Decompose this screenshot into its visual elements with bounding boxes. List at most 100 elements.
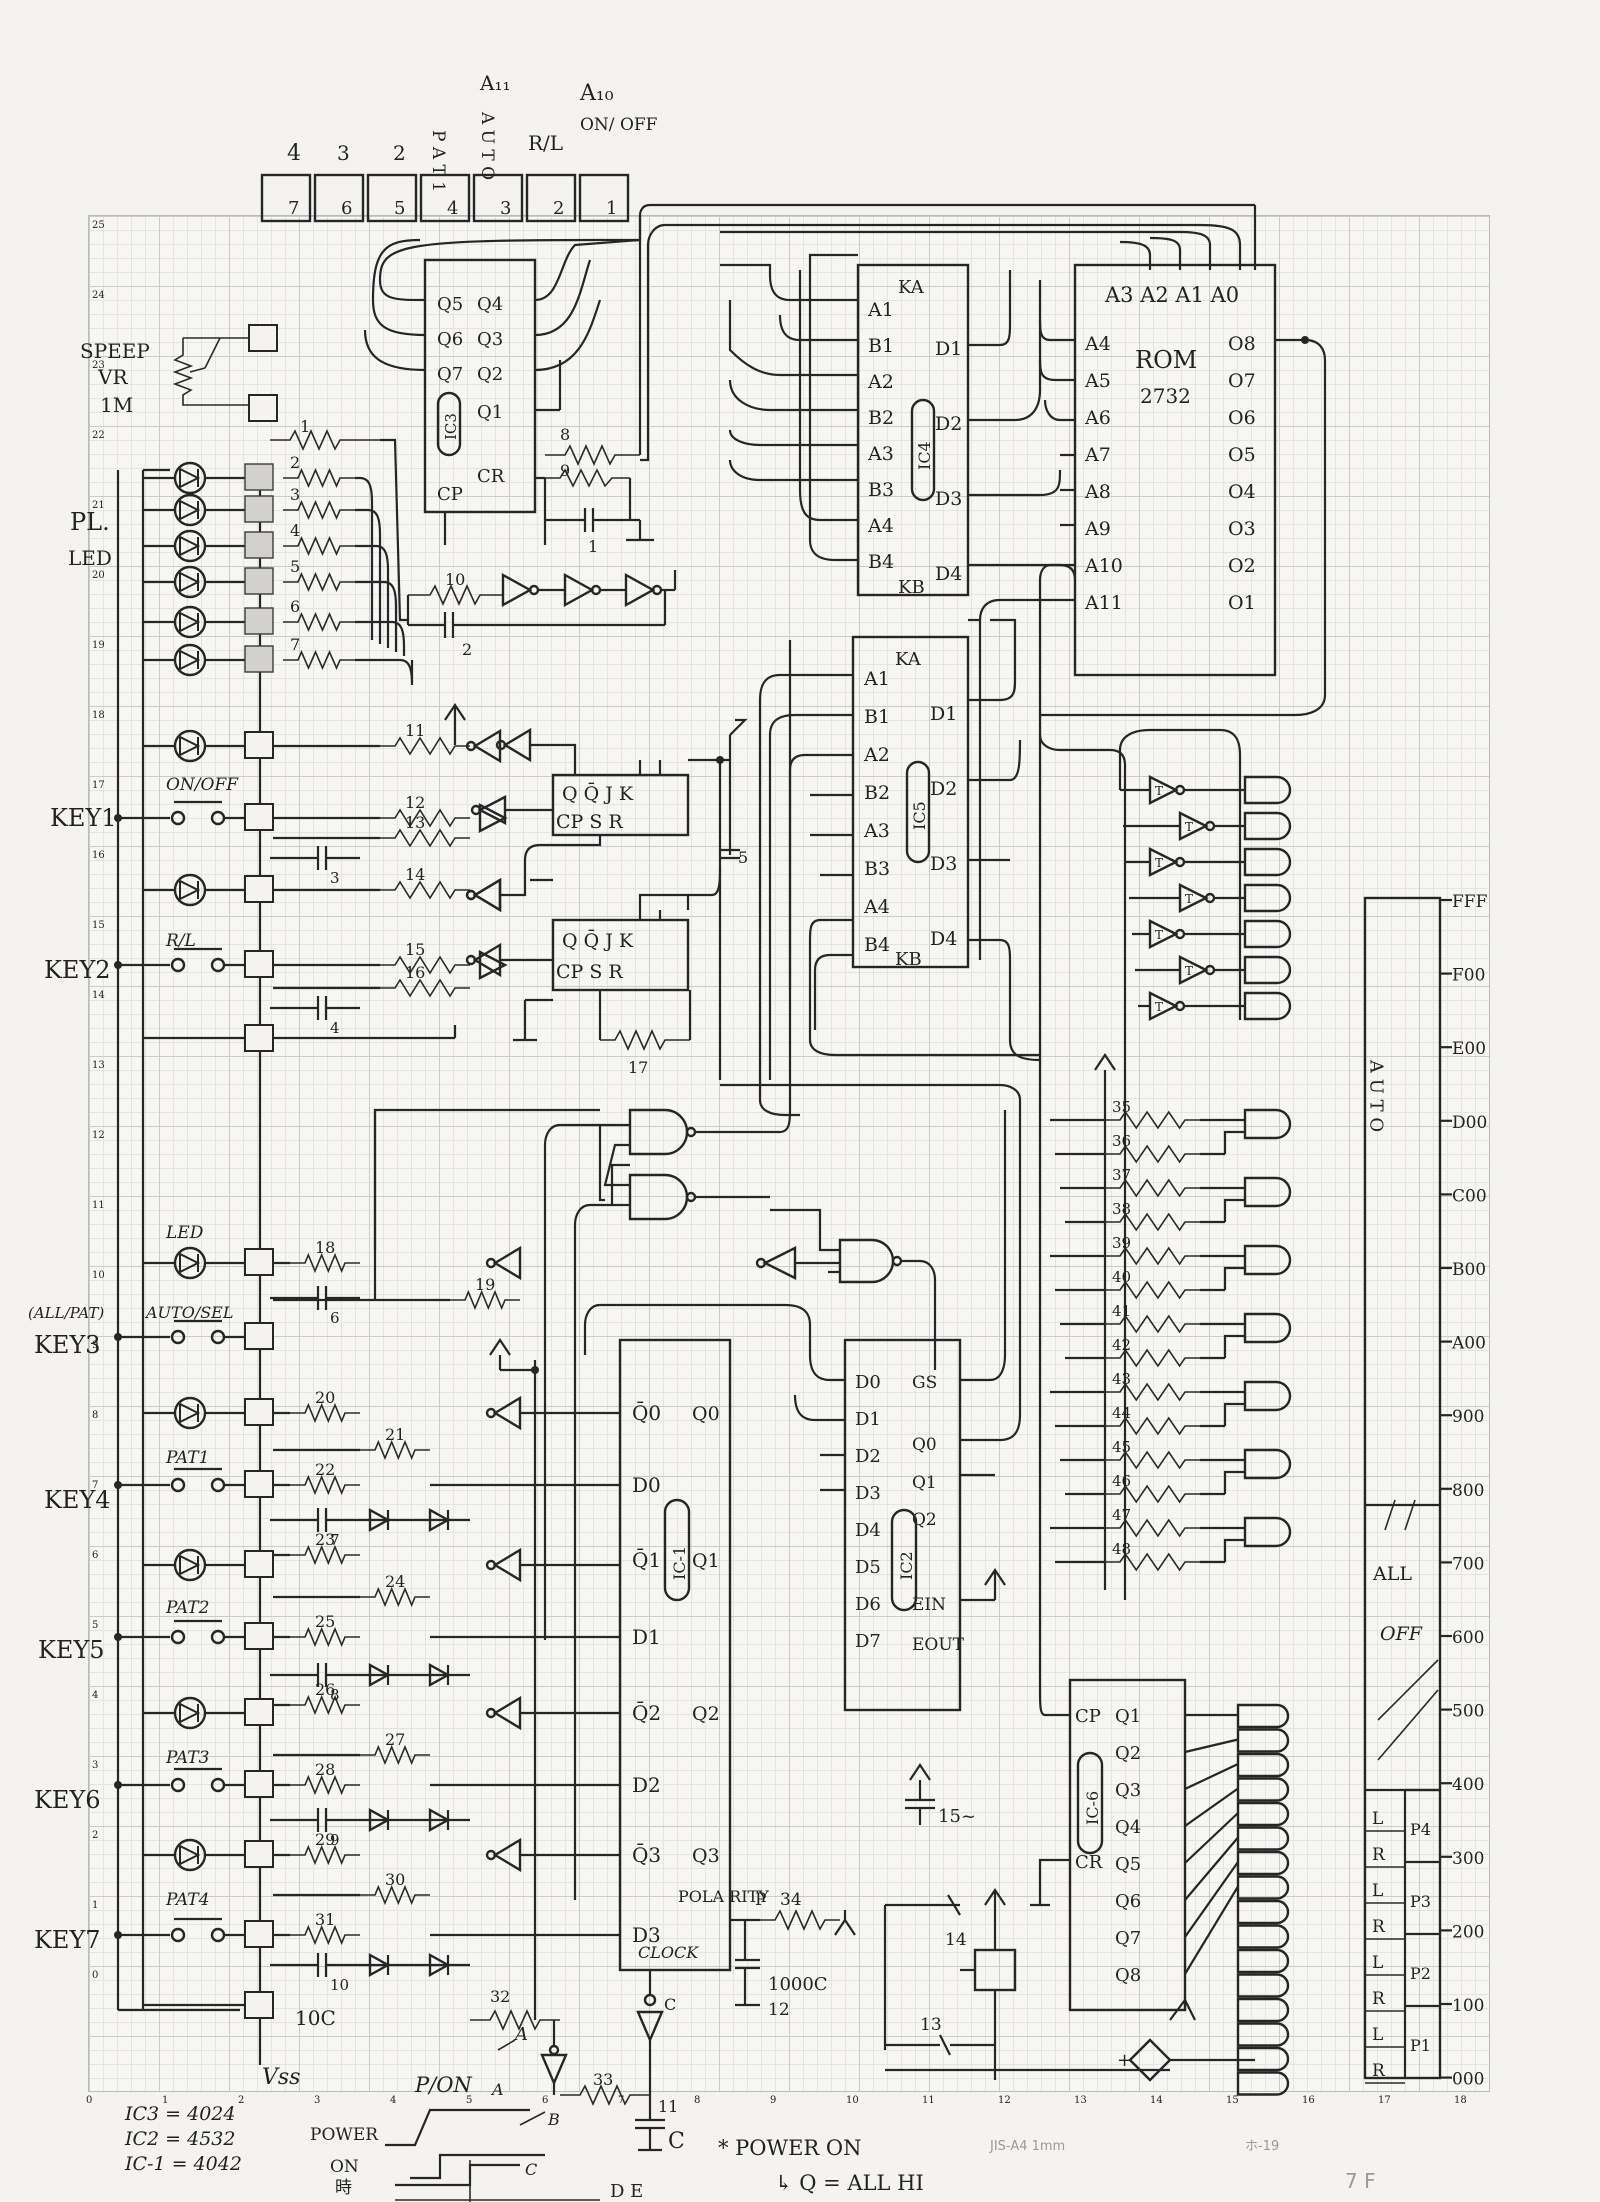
resistor-18-label: 18 — [315, 1238, 335, 1257]
ic6-pin-cp: CP — [1075, 1706, 1101, 1727]
bridge-plus: + — [1117, 2050, 1132, 2071]
resistor-4-label: 4 — [290, 521, 300, 540]
memmap-address-200: 200 — [1452, 1922, 1484, 1942]
key1-label: KEY1 — [50, 804, 117, 832]
ic4-name: IC4 — [915, 441, 934, 470]
status-led-6 — [173, 1696, 207, 1730]
resistor-36-label: 36 — [1112, 1132, 1131, 1150]
grid-x-label: 5 — [466, 2095, 472, 2106]
grid-y-label: 10 — [92, 1270, 105, 1281]
resistor-3 — [283, 500, 355, 520]
note-on: ON — [330, 2157, 359, 2177]
inverter-3 — [492, 1245, 522, 1281]
and-gate-lower-4 — [1236, 1777, 1290, 1802]
and-gate-lower-9 — [1236, 1899, 1290, 1925]
grid-y-label: 17 — [92, 780, 105, 791]
grid-x-label: 17 — [1378, 2095, 1391, 2106]
grid-y-label: 0 — [92, 1970, 98, 1981]
buffer-t-label: T — [1155, 856, 1163, 870]
resistor-3-label: 3 — [290, 485, 300, 504]
pat2-label: PAT2 — [165, 1598, 209, 1618]
ic3-pin-cr: CR — [477, 466, 505, 487]
resistor-25 — [290, 1626, 360, 1648]
ic4-pin-b2: B2 — [868, 407, 894, 429]
memmap-address-a00: A00 — [1451, 1334, 1486, 1354]
rom-pin-a11: A11 — [1084, 592, 1123, 614]
pattern-led-2 — [173, 493, 207, 527]
ic2-pin-left-0: D0 — [855, 1372, 881, 1393]
ic5-pin-d2-out: D2 — [930, 778, 957, 800]
keytop-onoff-label: ON/ OFF — [580, 115, 658, 135]
ic5-pin-d4-out: D4 — [930, 928, 957, 950]
and-gate-lower-2 — [1236, 1728, 1290, 1753]
resistor-42 — [1105, 1348, 1200, 1368]
resistor-27-label: 27 — [385, 1730, 405, 1749]
rom-pin-o1-out: O1 — [1228, 592, 1256, 614]
keytop-rl-label: R/L — [528, 131, 563, 155]
bottom-notes: IC3 = 4024 IC2 = 4532 IC-1 = 4042 POWER … — [124, 2073, 1376, 2202]
resistor-32-label: 32 — [490, 1987, 510, 2006]
led-pad-5 — [244, 607, 274, 635]
onoff-label: ON/OFF — [166, 775, 239, 795]
cap-10-label: 10 — [330, 1976, 349, 1994]
speed-pad-2 — [248, 394, 278, 422]
ic1-clock-label: CLOCK — [638, 1943, 699, 1962]
memmap-address-500: 500 — [1452, 1702, 1484, 1722]
resistor-44 — [1105, 1416, 1200, 1436]
led-pad-2 — [244, 495, 274, 523]
and-gate-upper-3 — [1243, 847, 1292, 877]
resistor-15 — [380, 955, 470, 975]
key-switch-5[interactable] — [114, 1619, 274, 1650]
key6-label: KEY6 — [34, 1786, 101, 1814]
keytop-a10-label: A₁₀ — [579, 81, 614, 106]
led-pad-4 — [244, 567, 274, 595]
status-led-5 — [173, 1548, 207, 1582]
resistor-38-label: 38 — [1112, 1200, 1131, 1218]
paper-footer: JIS-A4 1mm — [989, 2139, 1065, 2154]
key-switch-2[interactable] — [114, 947, 274, 978]
resistor-9-label: 9 — [560, 461, 570, 480]
cap-13-label: 13 — [920, 2015, 942, 2035]
cap-1-label: 1 — [588, 537, 598, 556]
grid-y-label: 6 — [92, 1550, 98, 1561]
grid-y-label: 7 — [92, 1480, 98, 1491]
resistor-28 — [290, 1774, 360, 1796]
resistor-46 — [1105, 1484, 1200, 1504]
resistor-20 — [290, 1402, 360, 1424]
flip-flop-2: Q Q̄ J K CP S R — [551, 918, 690, 992]
memmap-address-f00: F00 — [1452, 966, 1485, 986]
grid-x-label: 11 — [922, 2095, 935, 2106]
grid-x-label: 12 — [998, 2095, 1011, 2106]
key-switch-4[interactable] — [114, 1467, 274, 1498]
key-switch-3[interactable] — [114, 1319, 274, 1350]
node-a-label: A — [513, 2024, 528, 2045]
ic3-pin-q6: Q6 — [437, 329, 463, 350]
buffer-t-label: T — [1185, 892, 1193, 906]
rom-2732: A3 A2 A1 A0 ROM 2732 A4A5A6A7A8A9A10A11O… — [638, 203, 1327, 717]
resistor-17-label: 17 — [628, 1058, 648, 1077]
and-gate-upper-7 — [1243, 991, 1292, 1021]
pattern-led-1 — [173, 461, 207, 495]
buffer-t-label: T — [1155, 1000, 1163, 1014]
key-switch-7[interactable] — [114, 1917, 274, 1948]
flip-flop-wiring: 5 17 — [465, 718, 748, 1080]
resistor-36 — [1105, 1144, 1200, 1164]
keytop-a11-label: A₁₁ — [479, 71, 510, 95]
rom-pin-a5: A5 — [1084, 370, 1111, 392]
rom-pin-a6: A6 — [1084, 407, 1111, 429]
resistor-23 — [290, 1544, 360, 1566]
grid-x-label: 2 — [238, 2095, 244, 2106]
grid-y-label: 20 — [92, 570, 105, 581]
grid-x-label: 14 — [1150, 2095, 1163, 2106]
key7-label: KEY7 — [34, 1926, 101, 1954]
key-switch-6[interactable] — [114, 1767, 274, 1798]
key-switch-1[interactable] — [114, 800, 274, 831]
resistor-35-label: 35 — [1112, 1098, 1131, 1116]
resistor-47-label: 47 — [1112, 1506, 1131, 1524]
mux-wiring — [720, 253, 1127, 1690]
resistor-22 — [290, 1474, 360, 1496]
resistor-p-label: P — [755, 1890, 766, 1910]
memmap-lr-1: R — [1372, 1845, 1386, 1865]
